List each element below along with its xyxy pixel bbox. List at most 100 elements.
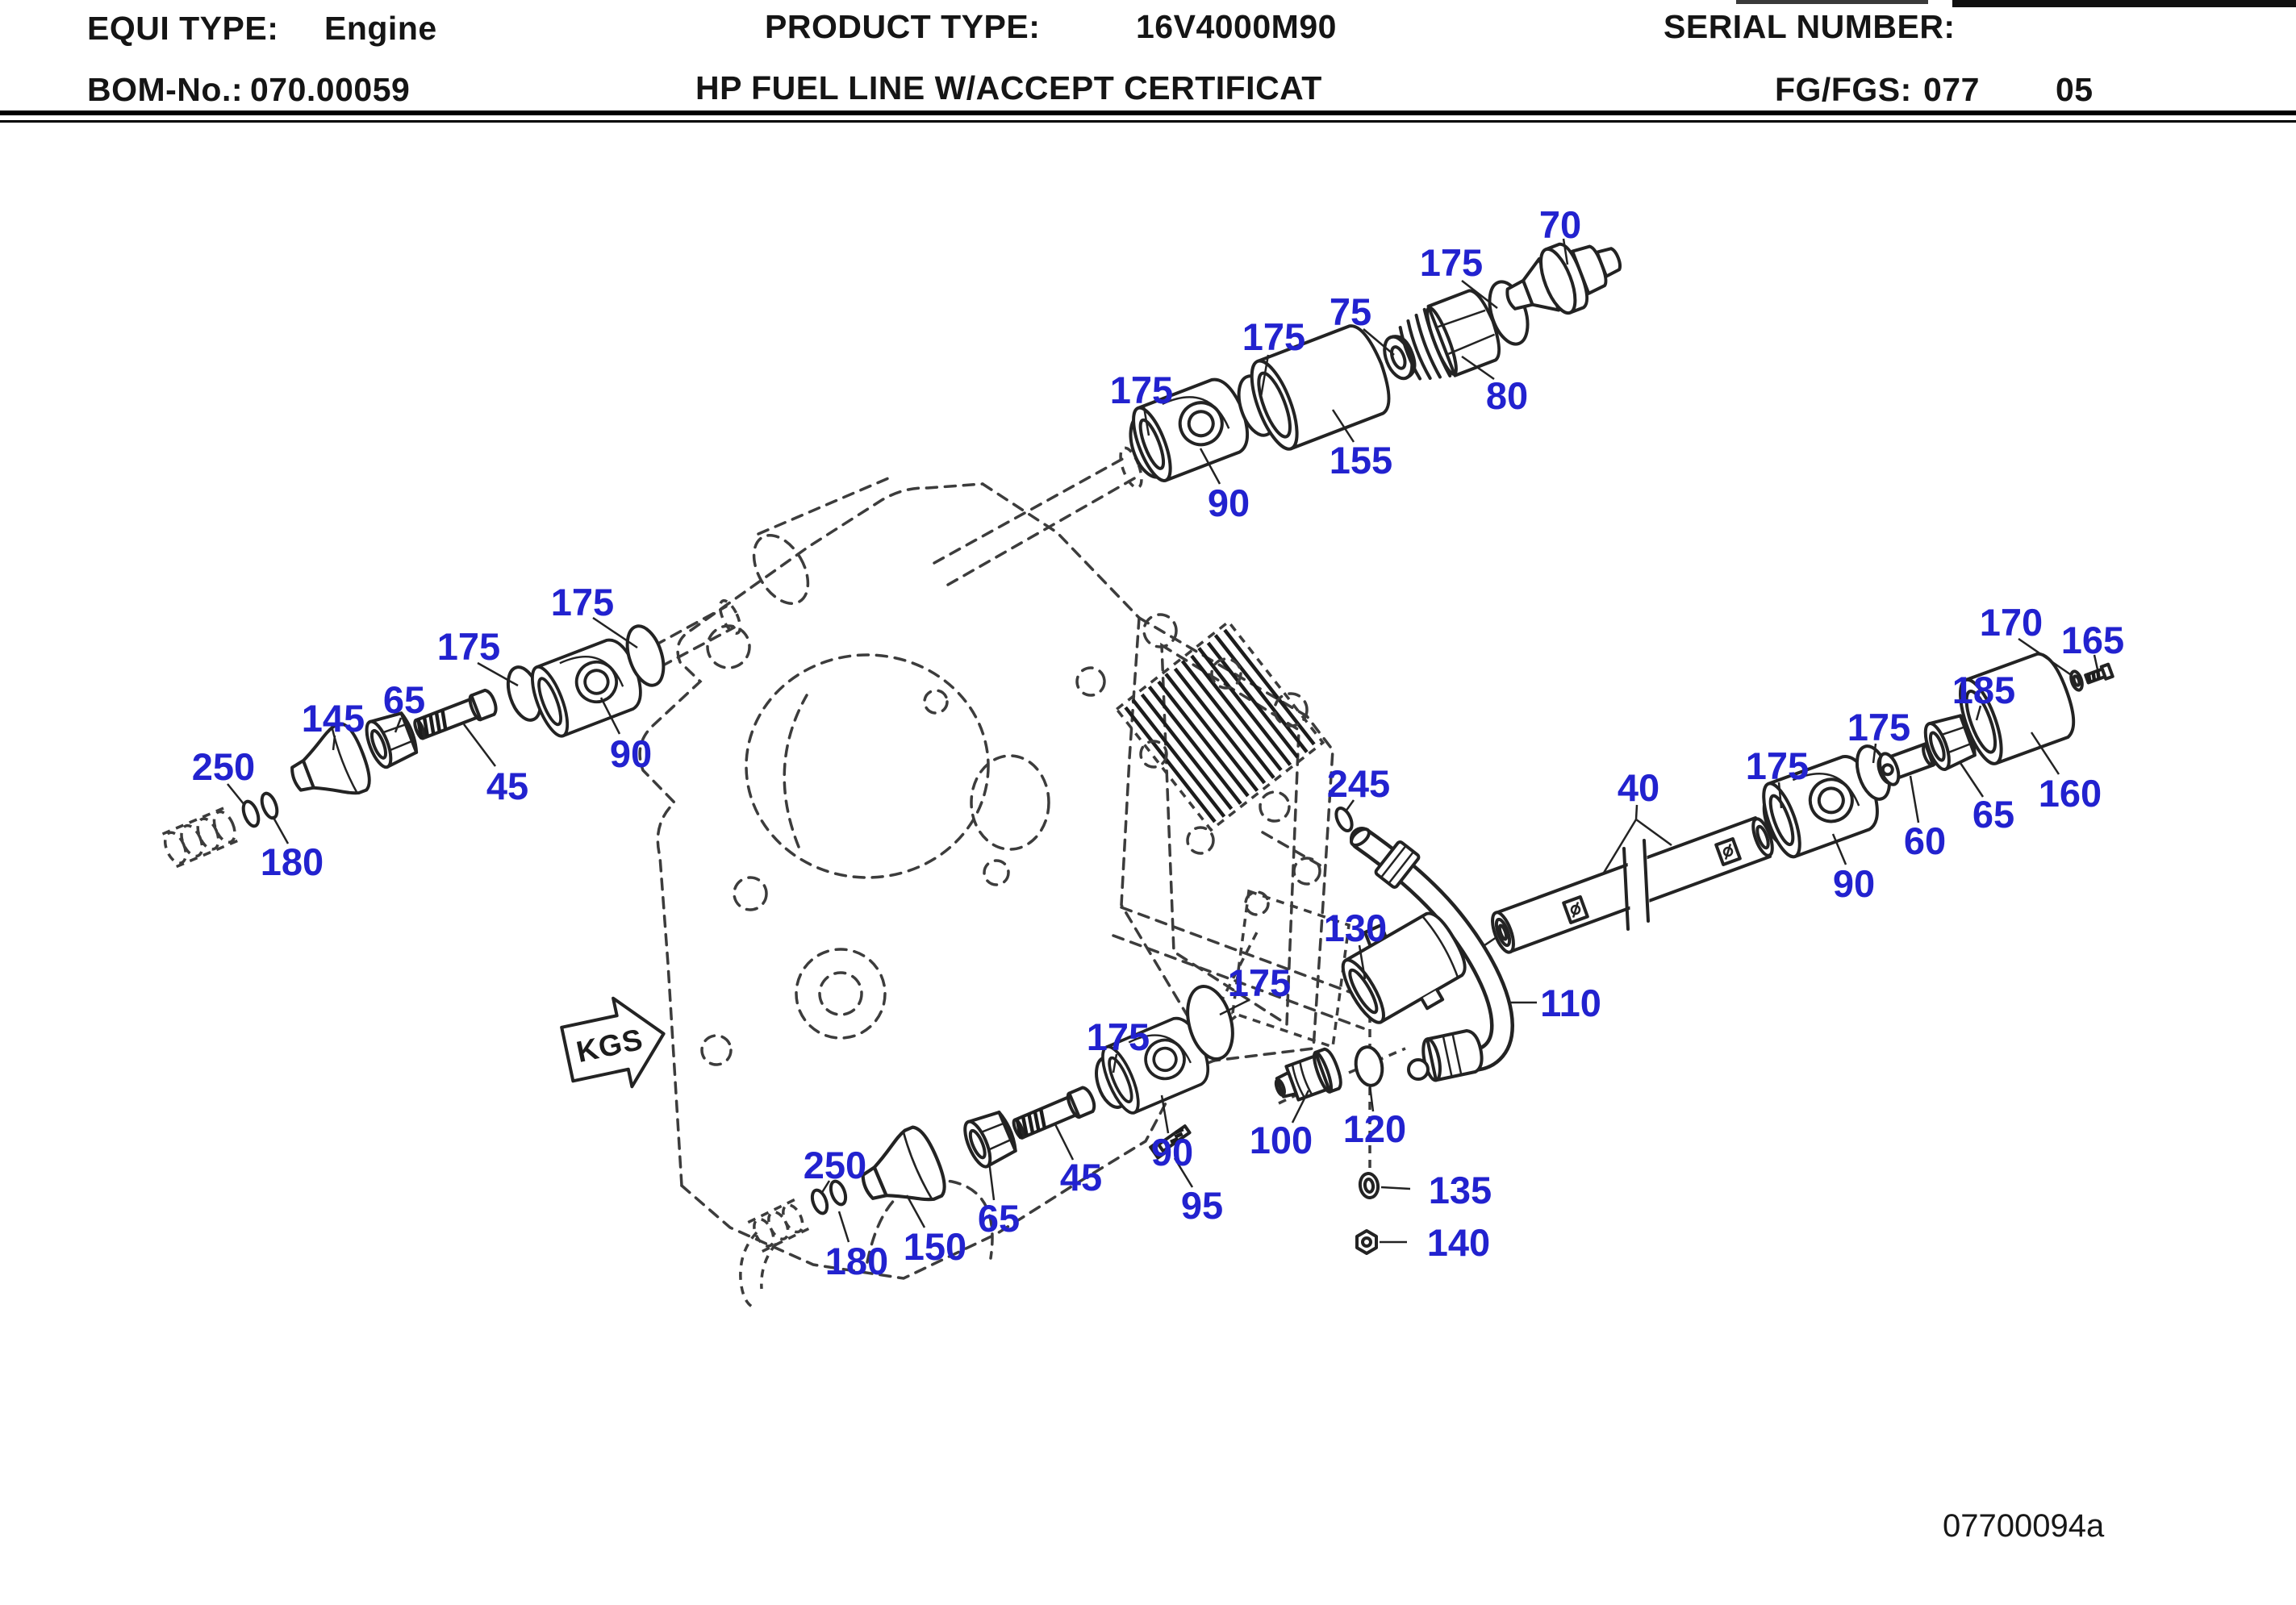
part-sleeve-90	[1762, 755, 1879, 859]
header-divider	[0, 110, 2296, 123]
part-label-175-26: 175	[1746, 744, 1809, 787]
fg-fgs-value: 077	[1923, 71, 1980, 108]
serial-number-label: SERIAL NUMBER:	[1664, 8, 1956, 45]
part-oring-175	[625, 624, 666, 687]
part-label-80-4: 80	[1486, 374, 1528, 417]
part-label-95-35: 95	[1181, 1184, 1223, 1227]
part-bolt-45	[1012, 1086, 1096, 1140]
part-label-160-27: 160	[2039, 772, 2102, 815]
part-pipe-40	[1481, 816, 1774, 954]
part-number-labels: 7017575175801559017517517565145250180459…	[192, 203, 2124, 1282]
part-washer-170	[2069, 669, 2084, 692]
scan-artifact	[1952, 0, 2296, 7]
part-label-70-0: 70	[1539, 203, 1581, 246]
part-plug-100	[1274, 1047, 1342, 1102]
part-ring-250	[241, 799, 261, 828]
part-sleeve-90	[1132, 377, 1249, 482]
kgs-arrow-icon: KGS	[560, 996, 666, 1089]
injector-pump-hatch	[1114, 619, 1325, 832]
part-pipe-110	[1350, 827, 1515, 1082]
equi-type-value: Engine	[324, 10, 437, 47]
part-label-100-31: 100	[1250, 1119, 1313, 1161]
fg-fgs-label: FG/FGS:	[1775, 71, 1912, 108]
part-plug-65	[1923, 714, 1977, 771]
part-oring-175-large	[1186, 985, 1234, 1061]
pipe-110-nut	[1374, 840, 1421, 889]
part-label-65-28: 65	[1972, 793, 2014, 836]
part-label-175-8: 175	[551, 581, 614, 623]
part-nut-140	[1355, 1229, 1378, 1255]
chain-bottom	[739, 985, 1384, 1308]
fg-fgs-page: 05	[2056, 71, 2094, 108]
part-label-110-19: 110	[1540, 982, 1601, 1024]
part-label-130-18: 130	[1324, 907, 1387, 949]
hose-braid	[747, 1197, 812, 1253]
part-label-175-25: 175	[1847, 706, 1910, 748]
equi-type-label: EQUI TYPE:	[87, 10, 279, 47]
part-label-140-41: 140	[1427, 1221, 1490, 1264]
part-label-45-34: 45	[1060, 1156, 1102, 1199]
part-label-120-32: 120	[1343, 1107, 1406, 1150]
bom-no-label: BOM-No.:	[87, 71, 244, 108]
product-type-value: 16V4000M90	[1136, 8, 1337, 45]
pipe-clip-icon	[1714, 837, 1742, 866]
part-cone-145	[290, 722, 371, 795]
part-bolt-45	[413, 688, 498, 740]
part-fitting-70	[1505, 242, 1622, 315]
part-cap-160	[1959, 652, 2076, 765]
part-screw-165	[2084, 662, 2114, 685]
part-cone-150	[861, 1125, 946, 1202]
part-ring-180	[260, 791, 279, 820]
part-screw-95	[1149, 1124, 1192, 1160]
part-ring-250	[810, 1188, 829, 1215]
part-label-185-24: 185	[1952, 669, 2015, 711]
part-ring-135	[1358, 1172, 1380, 1199]
part-label-60-29: 60	[1904, 819, 1946, 862]
part-label-40-17: 40	[1618, 766, 1659, 809]
part-label-175-1: 175	[1420, 241, 1483, 284]
part-label-180-13: 180	[261, 840, 324, 883]
part-label-170-22: 170	[1980, 601, 2043, 644]
part-label-175-21: 175	[1087, 1015, 1150, 1058]
part-label-65-38: 65	[978, 1197, 1020, 1240]
bom-no-value: 070.00059	[250, 71, 411, 108]
drawing-number: 07700094a	[1943, 1508, 2105, 1544]
part-label-90-30: 90	[1833, 862, 1875, 905]
part-label-165-23: 165	[2061, 619, 2124, 661]
part-label-90-6: 90	[1208, 482, 1250, 524]
engine-block-outline	[638, 446, 1406, 1280]
part-label-145-11: 145	[302, 697, 365, 740]
chain-right	[1762, 652, 2114, 859]
part-label-150-37: 150	[904, 1225, 966, 1268]
part-plug-65	[365, 711, 419, 769]
part-label-90-33: 90	[1151, 1131, 1193, 1174]
part-ring-180	[829, 1179, 848, 1207]
part-label-175-9: 175	[437, 625, 500, 668]
part-label-175-7: 175	[1110, 369, 1173, 411]
product-type-label: PRODUCT TYPE:	[765, 8, 1041, 45]
chain-left	[161, 624, 666, 869]
part-label-175-3: 175	[1242, 315, 1305, 358]
part-label-135-40: 135	[1429, 1169, 1492, 1211]
part-label-45-14: 45	[486, 765, 528, 807]
part-sleeve-90	[1101, 1016, 1210, 1115]
chain-top-right	[1129, 242, 1622, 482]
part-label-180-39: 180	[825, 1240, 888, 1282]
leader-lines	[227, 238, 2099, 1244]
part-label-90-15: 90	[610, 732, 652, 775]
part-oring-245	[1334, 806, 1354, 833]
part-label-250-12: 250	[192, 745, 255, 788]
pipe-110-end-fitting	[1421, 1028, 1484, 1082]
pipe-clip-icon	[1562, 895, 1589, 924]
part-plug-65	[963, 1111, 1017, 1169]
part-label-250-36: 250	[804, 1144, 866, 1186]
page-title: HP FUEL LINE W/ACCEPT CERTIFICAT	[695, 69, 1322, 106]
part-label-75-2: 75	[1330, 290, 1371, 333]
part-label-65-10: 65	[383, 678, 425, 721]
scan-artifact	[1736, 0, 1928, 4]
part-label-245-16: 245	[1327, 762, 1390, 805]
hose-braid	[161, 805, 241, 869]
part-oring-120	[1354, 1045, 1384, 1087]
part-sleeve-130	[1341, 911, 1467, 1024]
